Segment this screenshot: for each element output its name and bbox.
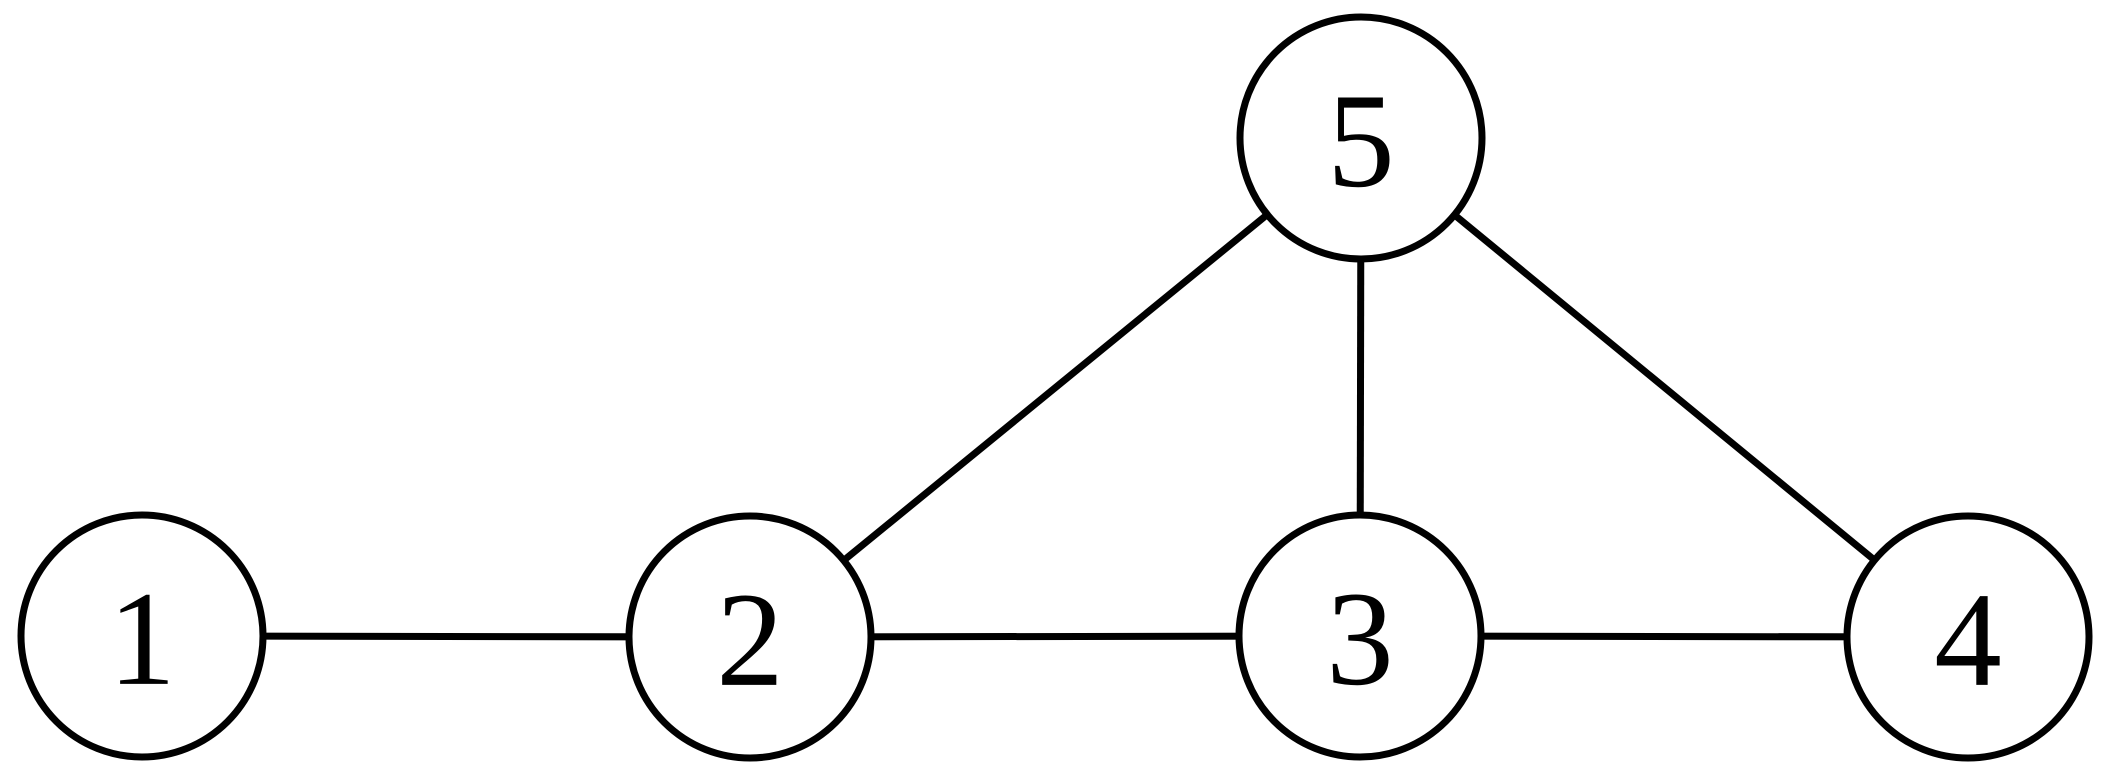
edge-2-5 — [747, 135, 1364, 640]
node-1: 1 — [17, 511, 267, 761]
edge-4-5 — [1358, 135, 1971, 640]
node-4: 4 — [1843, 512, 2093, 762]
node-label-4: 4 — [1934, 566, 2002, 715]
node-circle-4 — [1843, 512, 2093, 762]
node-circle-1 — [17, 511, 267, 761]
node-label-2: 2 — [716, 566, 784, 715]
node-circle-5 — [1236, 13, 1486, 263]
node-5: 5 — [1236, 13, 1486, 263]
edges-layer — [141, 135, 1971, 641]
node-circle-3 — [1235, 511, 1485, 761]
node-label-5: 5 — [1327, 67, 1395, 216]
node-2: 2 — [625, 512, 875, 762]
node-3: 3 — [1235, 511, 1485, 761]
node-label-3: 3 — [1326, 565, 1394, 714]
node-label-1: 1 — [108, 565, 176, 714]
node-circle-2 — [625, 512, 875, 762]
nodes-layer: 1 2 3 4 5 — [17, 13, 2093, 762]
